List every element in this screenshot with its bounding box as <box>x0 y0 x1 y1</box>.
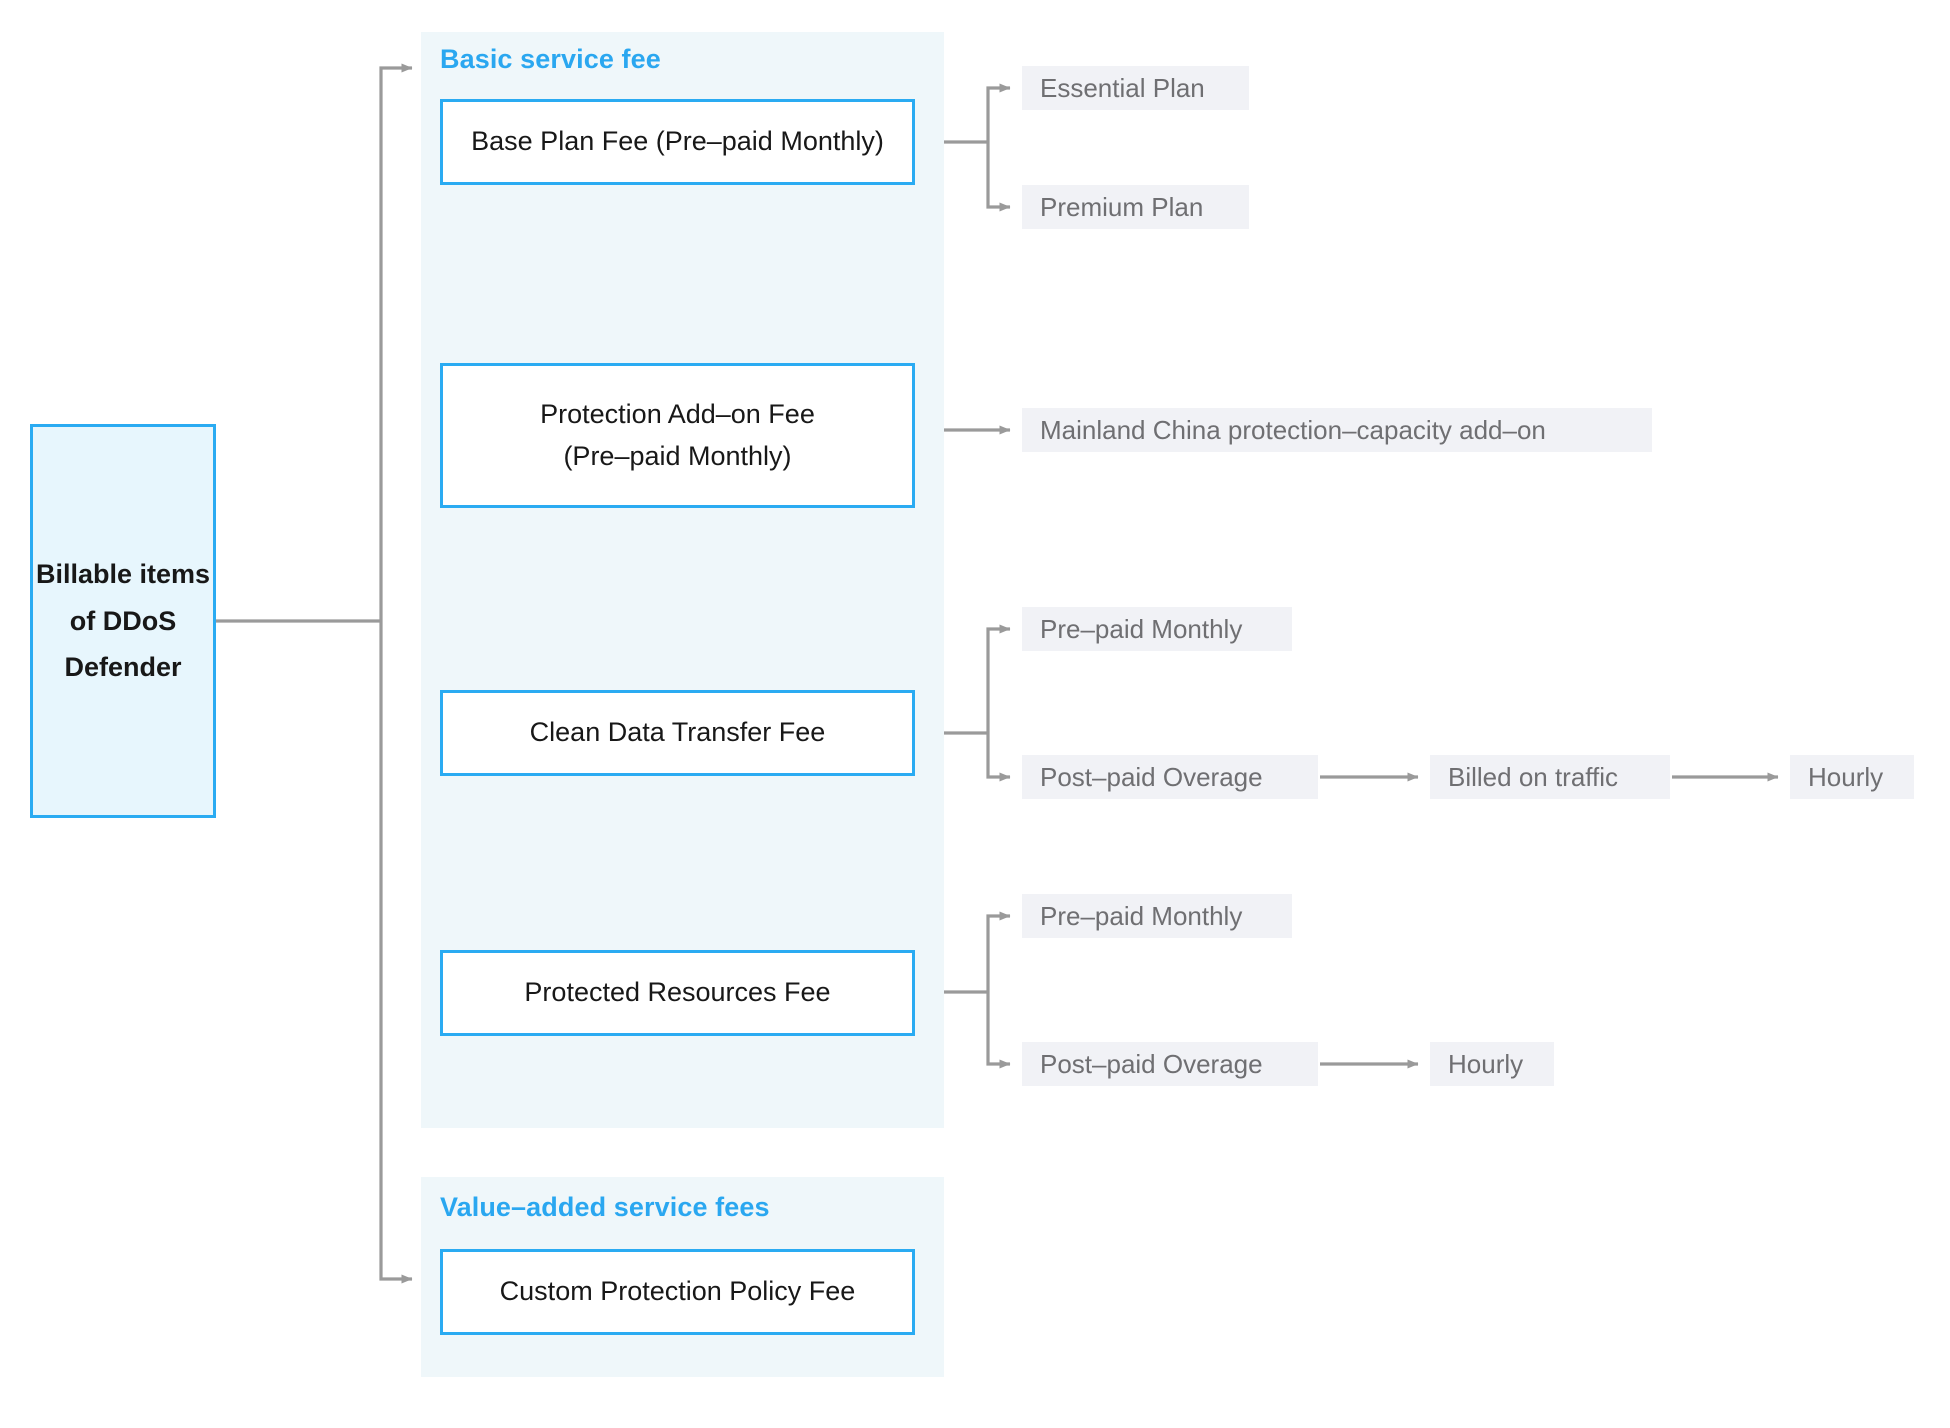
chip-billed-on-traffic-hourly[interactable]: Hourly <box>1790 755 1914 799</box>
wire-prf-prepaid <box>986 911 1011 992</box>
node-protected-resources-fee-label: Protected Resources Fee <box>524 977 831 1008</box>
root-node-line-3: Defender <box>64 652 182 683</box>
chip-cdt-post-paid-overage-label: Post–paid Overage <box>1040 761 1263 792</box>
root-node-line-2: of DDoS <box>69 605 177 636</box>
node-clean-data-transfer-fee[interactable]: Clean Data Transfer Fee <box>440 690 915 776</box>
node-custom-protection-policy-fee[interactable]: Custom Protection Policy Fee <box>440 1249 915 1335</box>
chip-prf-hourly[interactable]: Hourly <box>1430 1042 1554 1086</box>
wire-cdt-postpaid <box>986 733 1011 782</box>
wire-baseplan-premium <box>986 142 1011 212</box>
chip-cdt-post-paid-overage[interactable]: Post–paid Overage <box>1022 755 1318 799</box>
node-clean-data-transfer-fee-label: Clean Data Transfer Fee <box>529 717 826 748</box>
chip-essential-plan-label: Essential Plan <box>1040 72 1205 103</box>
panel-title-basic-service-fee: Basic service fee <box>440 44 661 74</box>
wire-root-to-basic <box>379 63 413 621</box>
chip-premium-plan[interactable]: Premium Plan <box>1022 185 1249 229</box>
node-protection-add-on-fee-line-2: (Pre–paid Monthly) <box>563 440 792 471</box>
node-base-plan-fee[interactable]: Base Plan Fee (Pre–paid Monthly) <box>440 99 915 185</box>
chip-essential-plan[interactable]: Essential Plan <box>1022 66 1249 110</box>
root-node-line-1: Billable items <box>35 559 211 590</box>
wire-root-to-value-added <box>379 621 413 1284</box>
chip-billed-on-traffic-label: Billed on traffic <box>1448 761 1619 792</box>
wire-cdt-prepaid <box>986 624 1011 733</box>
panel-basic-service-fee <box>421 32 944 1128</box>
chip-mainland-china-add-on-label: Mainland China protection–capacity add–o… <box>1040 414 1546 445</box>
node-protection-add-on-fee-line-1: Protection Add–on Fee <box>540 398 815 429</box>
chip-prf-pre-paid-monthly[interactable]: Pre–paid Monthly <box>1022 894 1292 938</box>
node-protection-add-on-fee[interactable]: Protection Add–on Fee (Pre–paid Monthly) <box>440 363 915 508</box>
chip-cdt-pre-paid-monthly[interactable]: Pre–paid Monthly <box>1022 607 1292 651</box>
chip-prf-post-paid-overage[interactable]: Post–paid Overage <box>1022 1042 1318 1086</box>
node-custom-protection-policy-fee-label: Custom Protection Policy Fee <box>499 1276 856 1307</box>
chip-billed-on-traffic-hourly-label: Hourly <box>1808 761 1884 792</box>
node-protected-resources-fee[interactable]: Protected Resources Fee <box>440 950 915 1036</box>
chip-prf-post-paid-overage-label: Post–paid Overage <box>1040 1048 1263 1079</box>
chip-premium-plan-label: Premium Plan <box>1040 191 1204 222</box>
node-base-plan-fee-label: Base Plan Fee (Pre–paid Monthly) <box>471 126 884 157</box>
root-node-billable-items[interactable]: Billable items of DDoS Defender <box>30 424 216 818</box>
wire-prf-postpaid <box>986 992 1011 1069</box>
chip-cdt-pre-paid-monthly-label: Pre–paid Monthly <box>1040 613 1243 644</box>
wire-baseplan-essential <box>986 83 1011 142</box>
chip-billed-on-traffic[interactable]: Billed on traffic <box>1430 755 1670 799</box>
chip-prf-hourly-label: Hourly <box>1448 1048 1524 1079</box>
chip-mainland-china-add-on[interactable]: Mainland China protection–capacity add–o… <box>1022 408 1652 452</box>
panel-title-value-added-service-fees: Value–added service fees <box>440 1192 770 1222</box>
chip-prf-pre-paid-monthly-label: Pre–paid Monthly <box>1040 900 1243 931</box>
